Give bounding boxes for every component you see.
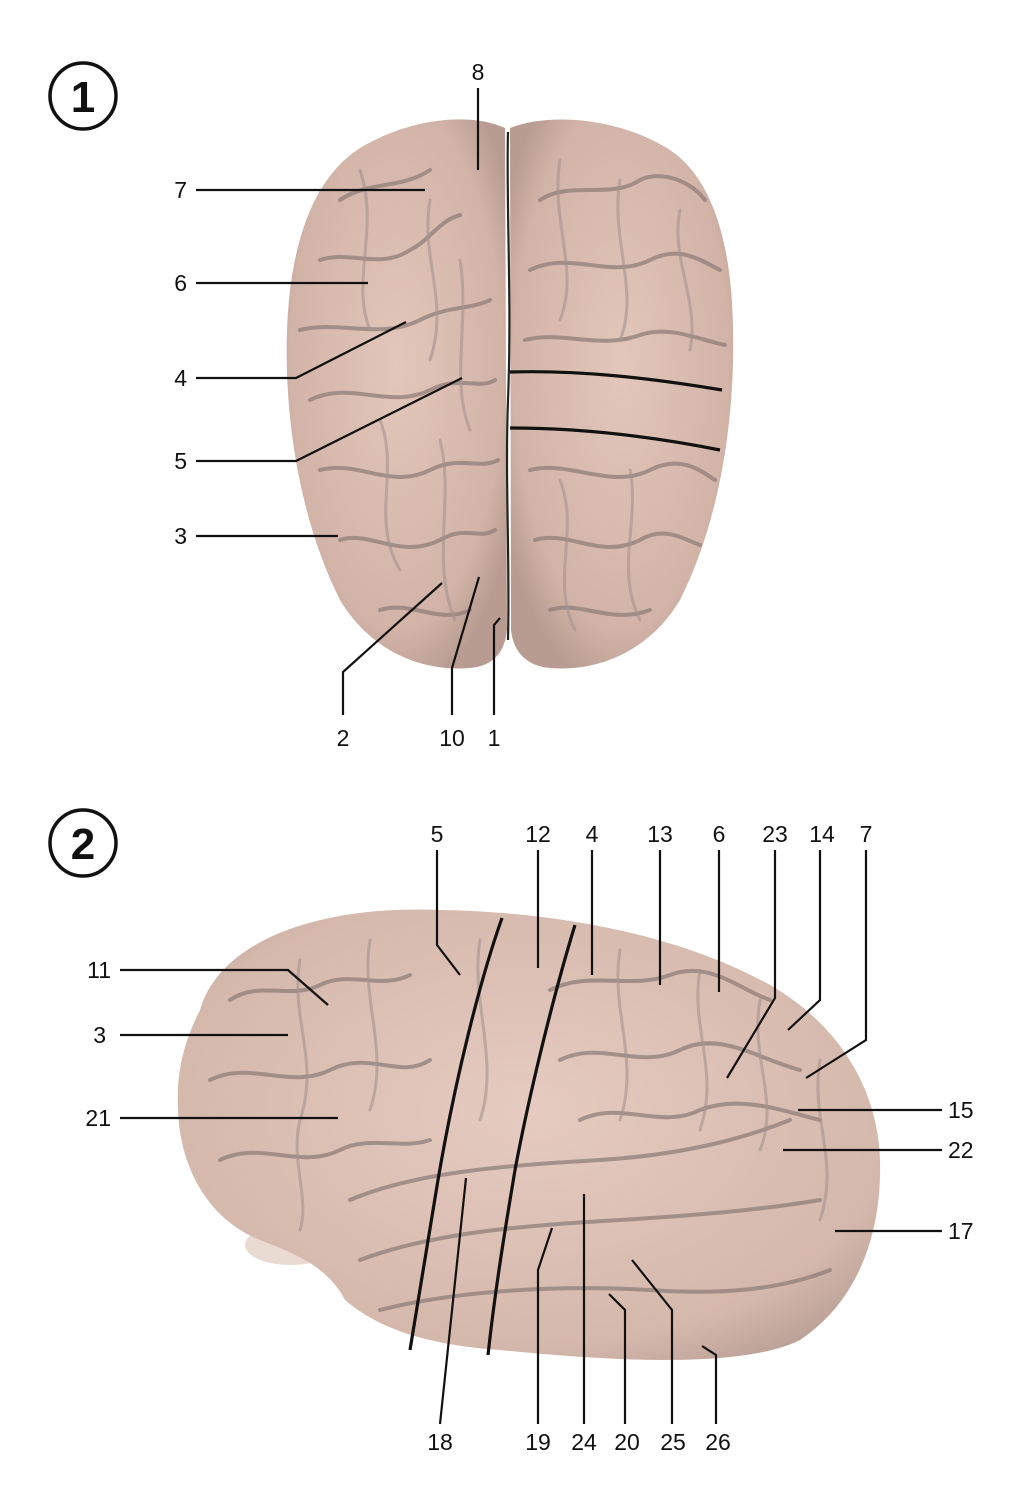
svg-text:1: 1	[71, 73, 95, 122]
label-6: 6	[174, 270, 187, 296]
leader-1	[492, 617, 501, 715]
leader-4	[196, 321, 407, 380]
label-4: 4	[174, 365, 187, 391]
section-line-lateral-2	[486, 924, 577, 1356]
label-f2-5: 5	[431, 821, 444, 847]
leader-f2-20	[608, 1293, 627, 1424]
label-f2-23: 23	[762, 821, 788, 847]
section-line-lower	[509, 426, 721, 452]
leader-f2-11	[120, 968, 329, 1006]
leader-f2-26	[701, 1345, 718, 1424]
label-f2-7: 7	[860, 821, 873, 847]
label-7: 7	[174, 177, 187, 203]
figure-1: 1	[48, 59, 734, 751]
figure-1-labels: 8 7 6 4 5 3 2 10 1	[174, 59, 500, 751]
figure-2-labels: 5 12 4 13 6 23 14 7 11 3 21 15 22 17 18 …	[85, 821, 973, 1455]
label-f2-6: 6	[713, 821, 726, 847]
leader-f2-19	[536, 1227, 554, 1424]
label-f2-18: 18	[427, 1429, 453, 1455]
label-f2-22: 22	[948, 1137, 974, 1163]
label-f2-20: 20	[614, 1429, 640, 1455]
label-2: 2	[337, 725, 350, 751]
longitudinal-fissure	[505, 131, 511, 641]
label-f2-13: 13	[647, 821, 673, 847]
leader-f2-25	[631, 1259, 674, 1424]
left-hemisphere	[286, 119, 507, 669]
label-f2-3: 3	[93, 1022, 106, 1048]
figure-2: 2	[48, 808, 974, 1455]
leader-f2-14	[787, 850, 822, 1031]
badge-1: 1	[48, 61, 118, 131]
label-f2-25: 25	[660, 1429, 686, 1455]
badge-2: 2	[48, 808, 118, 878]
label-f2-12: 12	[525, 821, 551, 847]
label-f2-26: 26	[705, 1429, 731, 1455]
label-f2-24: 24	[571, 1429, 597, 1455]
svg-text:2: 2	[71, 820, 95, 869]
figure-2-leaders	[120, 850, 942, 1425]
label-f2-21: 21	[85, 1105, 111, 1131]
leader-f2-5	[435, 850, 461, 976]
leader-f2-7	[805, 850, 868, 1079]
brain-superior-view	[286, 119, 734, 669]
lateral-hemisphere	[177, 909, 881, 1360]
label-1: 1	[488, 725, 501, 751]
label-f2-11: 11	[87, 957, 111, 983]
label-f2-19: 19	[525, 1429, 551, 1455]
label-10: 10	[439, 725, 465, 751]
label-5: 5	[174, 448, 187, 474]
leader-5	[196, 377, 463, 463]
label-8: 8	[472, 59, 485, 85]
leader-f2-18	[438, 1177, 468, 1425]
figure-1-leaders	[196, 88, 501, 715]
leader-f2-23	[726, 850, 777, 1079]
label-f2-4: 4	[586, 821, 599, 847]
label-f2-14: 14	[809, 821, 835, 847]
label-f2-17: 17	[948, 1218, 974, 1244]
leader-2	[341, 582, 443, 715]
leader-10	[450, 576, 481, 715]
label-f2-15: 15	[948, 1097, 974, 1123]
right-hemisphere	[510, 119, 734, 669]
section-line-lateral-1	[408, 917, 504, 1351]
label-3: 3	[174, 523, 187, 549]
section-line-upper	[509, 370, 723, 392]
